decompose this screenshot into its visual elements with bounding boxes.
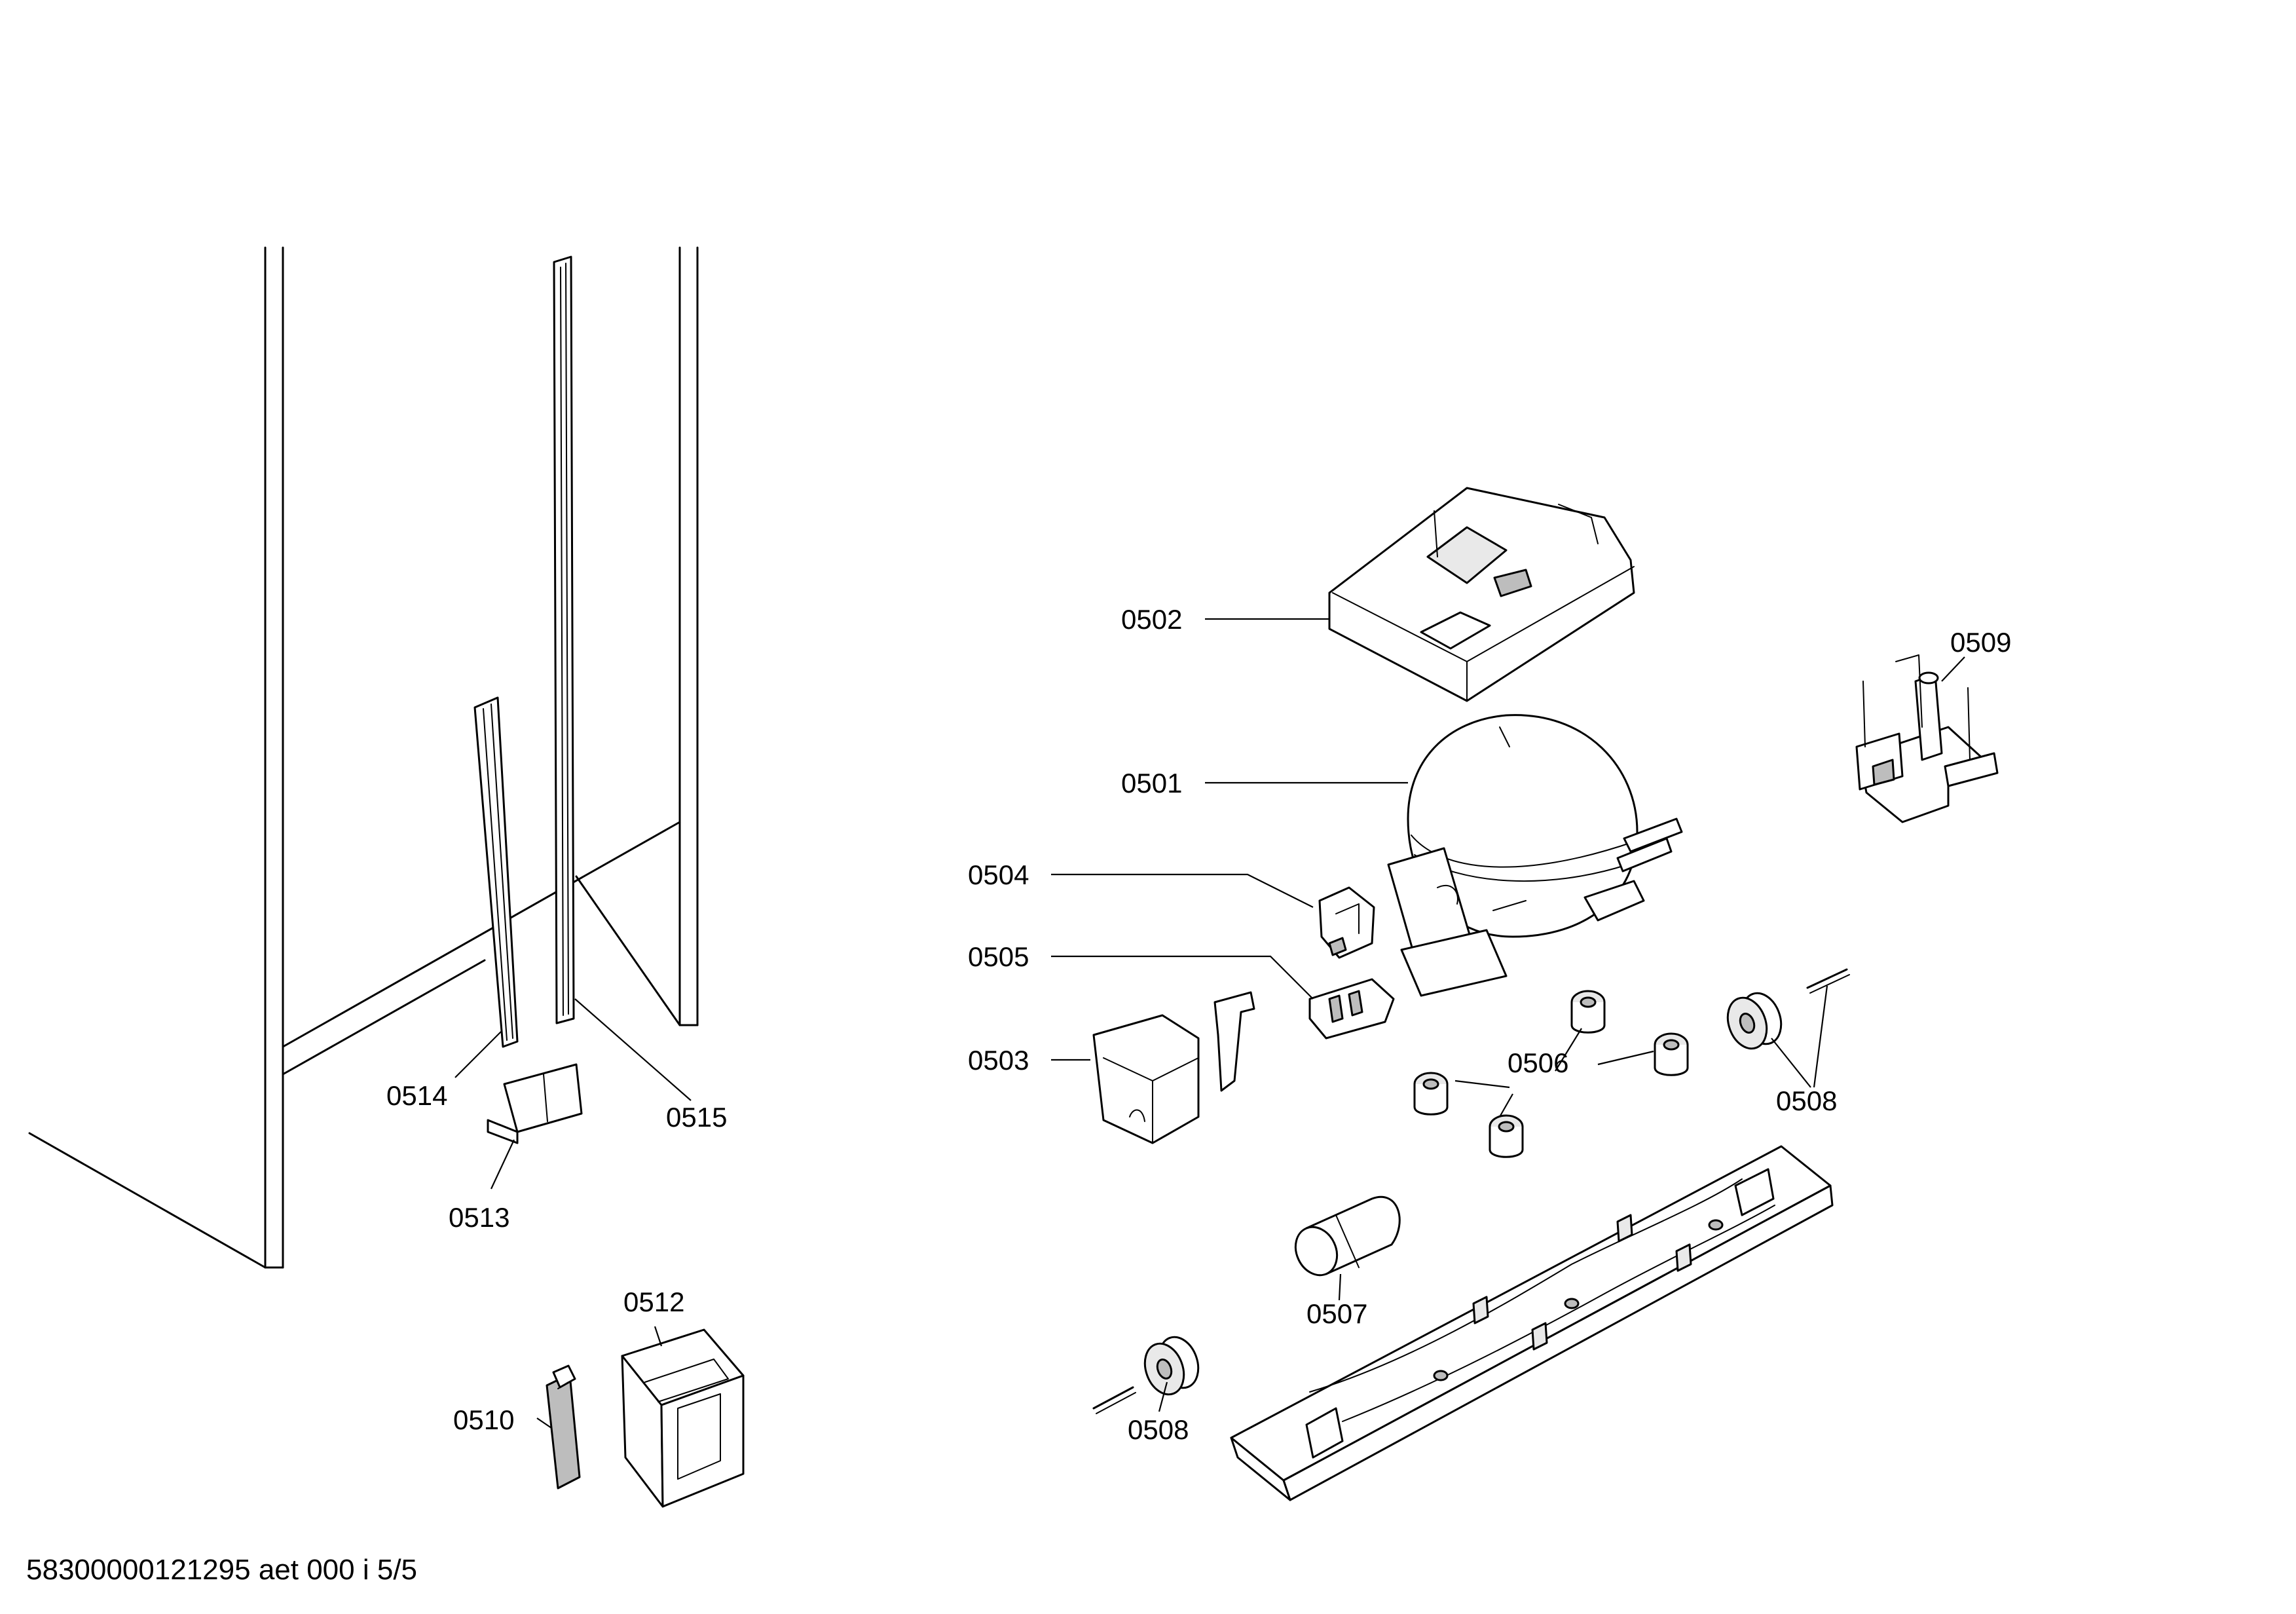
- part-label-0503: 0503: [968, 1045, 1029, 1076]
- part-label-0508-upper: 0508: [1776, 1085, 1837, 1116]
- base-plate: [1230, 1145, 1834, 1501]
- grommet-0506: [1654, 1032, 1689, 1076]
- roller-0508-lower: [1092, 1336, 1200, 1414]
- grommet-0506: [1413, 1072, 1449, 1116]
- grommet-0506: [1570, 990, 1606, 1034]
- overload-protector-0504: [1318, 886, 1375, 959]
- capacitor-0507: [1294, 1196, 1401, 1277]
- junction-box-0512: [621, 1328, 745, 1508]
- leader-lines: [454, 618, 1965, 1429]
- part-label-0508-lower: 0508: [1128, 1414, 1189, 1445]
- part-label-0506: 0506: [1508, 1047, 1568, 1078]
- seal-strip-0514: [473, 696, 519, 1048]
- seal-strip-0515: [553, 255, 575, 1024]
- roller-0508-upper: [1726, 968, 1850, 1050]
- relay-0510: [546, 1364, 581, 1490]
- compressor-0501: [1387, 714, 1683, 997]
- start-relay-0505: [1308, 978, 1395, 1040]
- part-label-0514: 0514: [386, 1080, 447, 1111]
- part-label-0502: 0502: [1121, 604, 1182, 635]
- part-label-0515: 0515: [666, 1102, 727, 1133]
- part-label-0501: 0501: [1121, 768, 1182, 798]
- part-labels: 0502 0501 0504 0505 0503 0506 0508 0508 …: [386, 604, 2011, 1445]
- part-label-0513: 0513: [449, 1202, 509, 1233]
- clip-0513: [487, 1063, 583, 1144]
- part-label-0505: 0505: [968, 941, 1029, 972]
- cover-cap-0503: [1092, 1014, 1200, 1144]
- part-label-0507: 0507: [1306, 1298, 1367, 1329]
- drip-tray-0502: [1328, 487, 1635, 702]
- grommet-0506: [1489, 1114, 1524, 1158]
- part-label-0509: 0509: [1950, 627, 2011, 658]
- document-id: 58300000121295 aet 000 i 5/5: [26, 1554, 418, 1586]
- cabinet-side-panel: [28, 246, 699, 1269]
- part-label-0510: 0510: [453, 1404, 514, 1435]
- part-label-0512: 0512: [623, 1286, 684, 1317]
- thermostat-0509: [1855, 654, 1999, 823]
- part-label-0504: 0504: [968, 859, 1029, 890]
- bracket-clip: [1213, 991, 1255, 1092]
